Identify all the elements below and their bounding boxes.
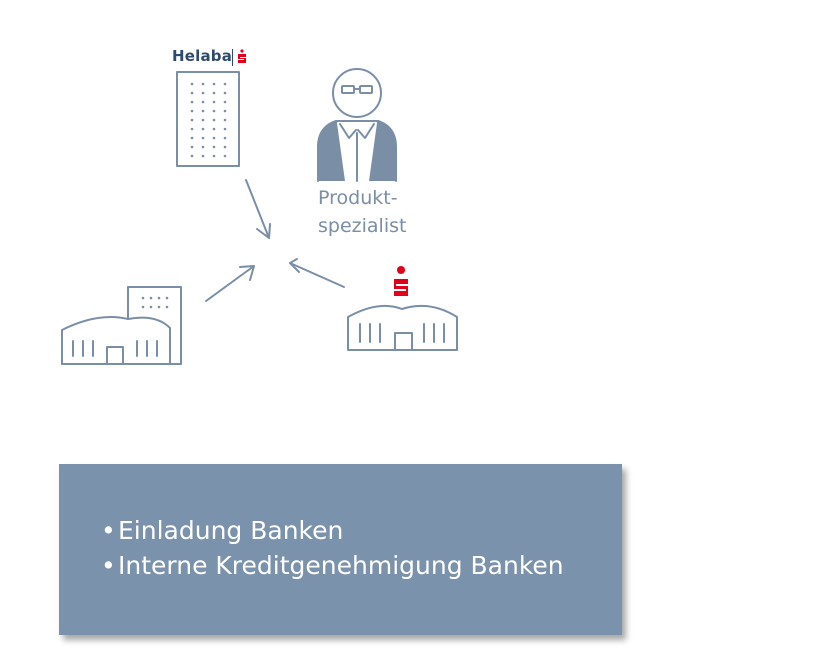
window-dot xyxy=(190,109,194,113)
window-dot xyxy=(201,127,205,131)
window-dot xyxy=(201,82,205,86)
window-dot xyxy=(212,109,216,113)
window-dot xyxy=(212,100,216,104)
bullet: • xyxy=(101,516,116,545)
list-item: •Interne Kreditgenehmigung Banken xyxy=(101,548,564,583)
helaba-tower-icon xyxy=(176,71,240,167)
window-dot xyxy=(141,296,145,300)
window-dot xyxy=(190,154,194,158)
window-dot xyxy=(212,118,216,122)
window-dot xyxy=(149,296,153,300)
arrow-icon xyxy=(245,179,271,239)
helaba-wordmark: Helaba xyxy=(172,47,233,65)
specialist-label: Produkt- spezialist xyxy=(318,184,406,240)
window-dot xyxy=(223,118,227,122)
window-dot xyxy=(165,305,169,309)
window-dot xyxy=(190,100,194,104)
window-dot xyxy=(212,91,216,95)
window-dot xyxy=(165,296,169,300)
list-item: •Einladung Banken xyxy=(101,513,564,548)
person-specialist-icon xyxy=(317,68,397,182)
window-dot xyxy=(212,145,216,149)
window-dot xyxy=(223,91,227,95)
window-dot xyxy=(190,127,194,131)
window-dot xyxy=(190,118,194,122)
window-dot xyxy=(157,305,161,309)
window-dot xyxy=(223,145,227,149)
info-list: •Einladung Banken •Interne Kreditgenehmi… xyxy=(101,513,564,583)
specialist-label-line2: spezialist xyxy=(318,215,407,237)
window-dot xyxy=(212,136,216,140)
arrow-icon xyxy=(205,265,255,302)
window-dot xyxy=(201,136,205,140)
window-dot xyxy=(223,127,227,131)
industrial-building-icon xyxy=(61,286,182,365)
window-dot xyxy=(201,109,205,113)
bullet: • xyxy=(101,551,116,580)
info-box: •Einladung Banken •Interne Kreditgenehmi… xyxy=(59,464,622,635)
window-dot xyxy=(201,91,205,95)
specialist-label-line1: Produkt- xyxy=(318,187,398,209)
sparkasse-logo-icon xyxy=(394,266,408,296)
window-dot xyxy=(223,82,227,86)
list-item-text: Einladung Banken xyxy=(118,516,344,545)
sparkasse-branch-icon xyxy=(347,304,458,351)
window-dot xyxy=(223,109,227,113)
arrow-icon xyxy=(289,258,345,288)
window-dot xyxy=(212,154,216,158)
window-dot xyxy=(190,145,194,149)
window-dot xyxy=(157,296,161,300)
brand-divider xyxy=(232,49,233,66)
window-dot xyxy=(201,100,205,104)
window-dot xyxy=(223,136,227,140)
window-dot xyxy=(141,305,145,309)
window-dot xyxy=(201,118,205,122)
window-dot xyxy=(212,82,216,86)
window-dot xyxy=(201,145,205,149)
window-dot xyxy=(201,154,205,158)
window-dot xyxy=(190,91,194,95)
window-dot xyxy=(223,154,227,158)
window-dot xyxy=(149,305,153,309)
list-item-text: Interne Kreditgenehmigung Banken xyxy=(118,551,564,580)
window-dot xyxy=(212,127,216,131)
window-dot xyxy=(190,82,194,86)
window-dot xyxy=(223,100,227,104)
sparkasse-logo-icon xyxy=(238,49,246,63)
window-dot xyxy=(190,136,194,140)
